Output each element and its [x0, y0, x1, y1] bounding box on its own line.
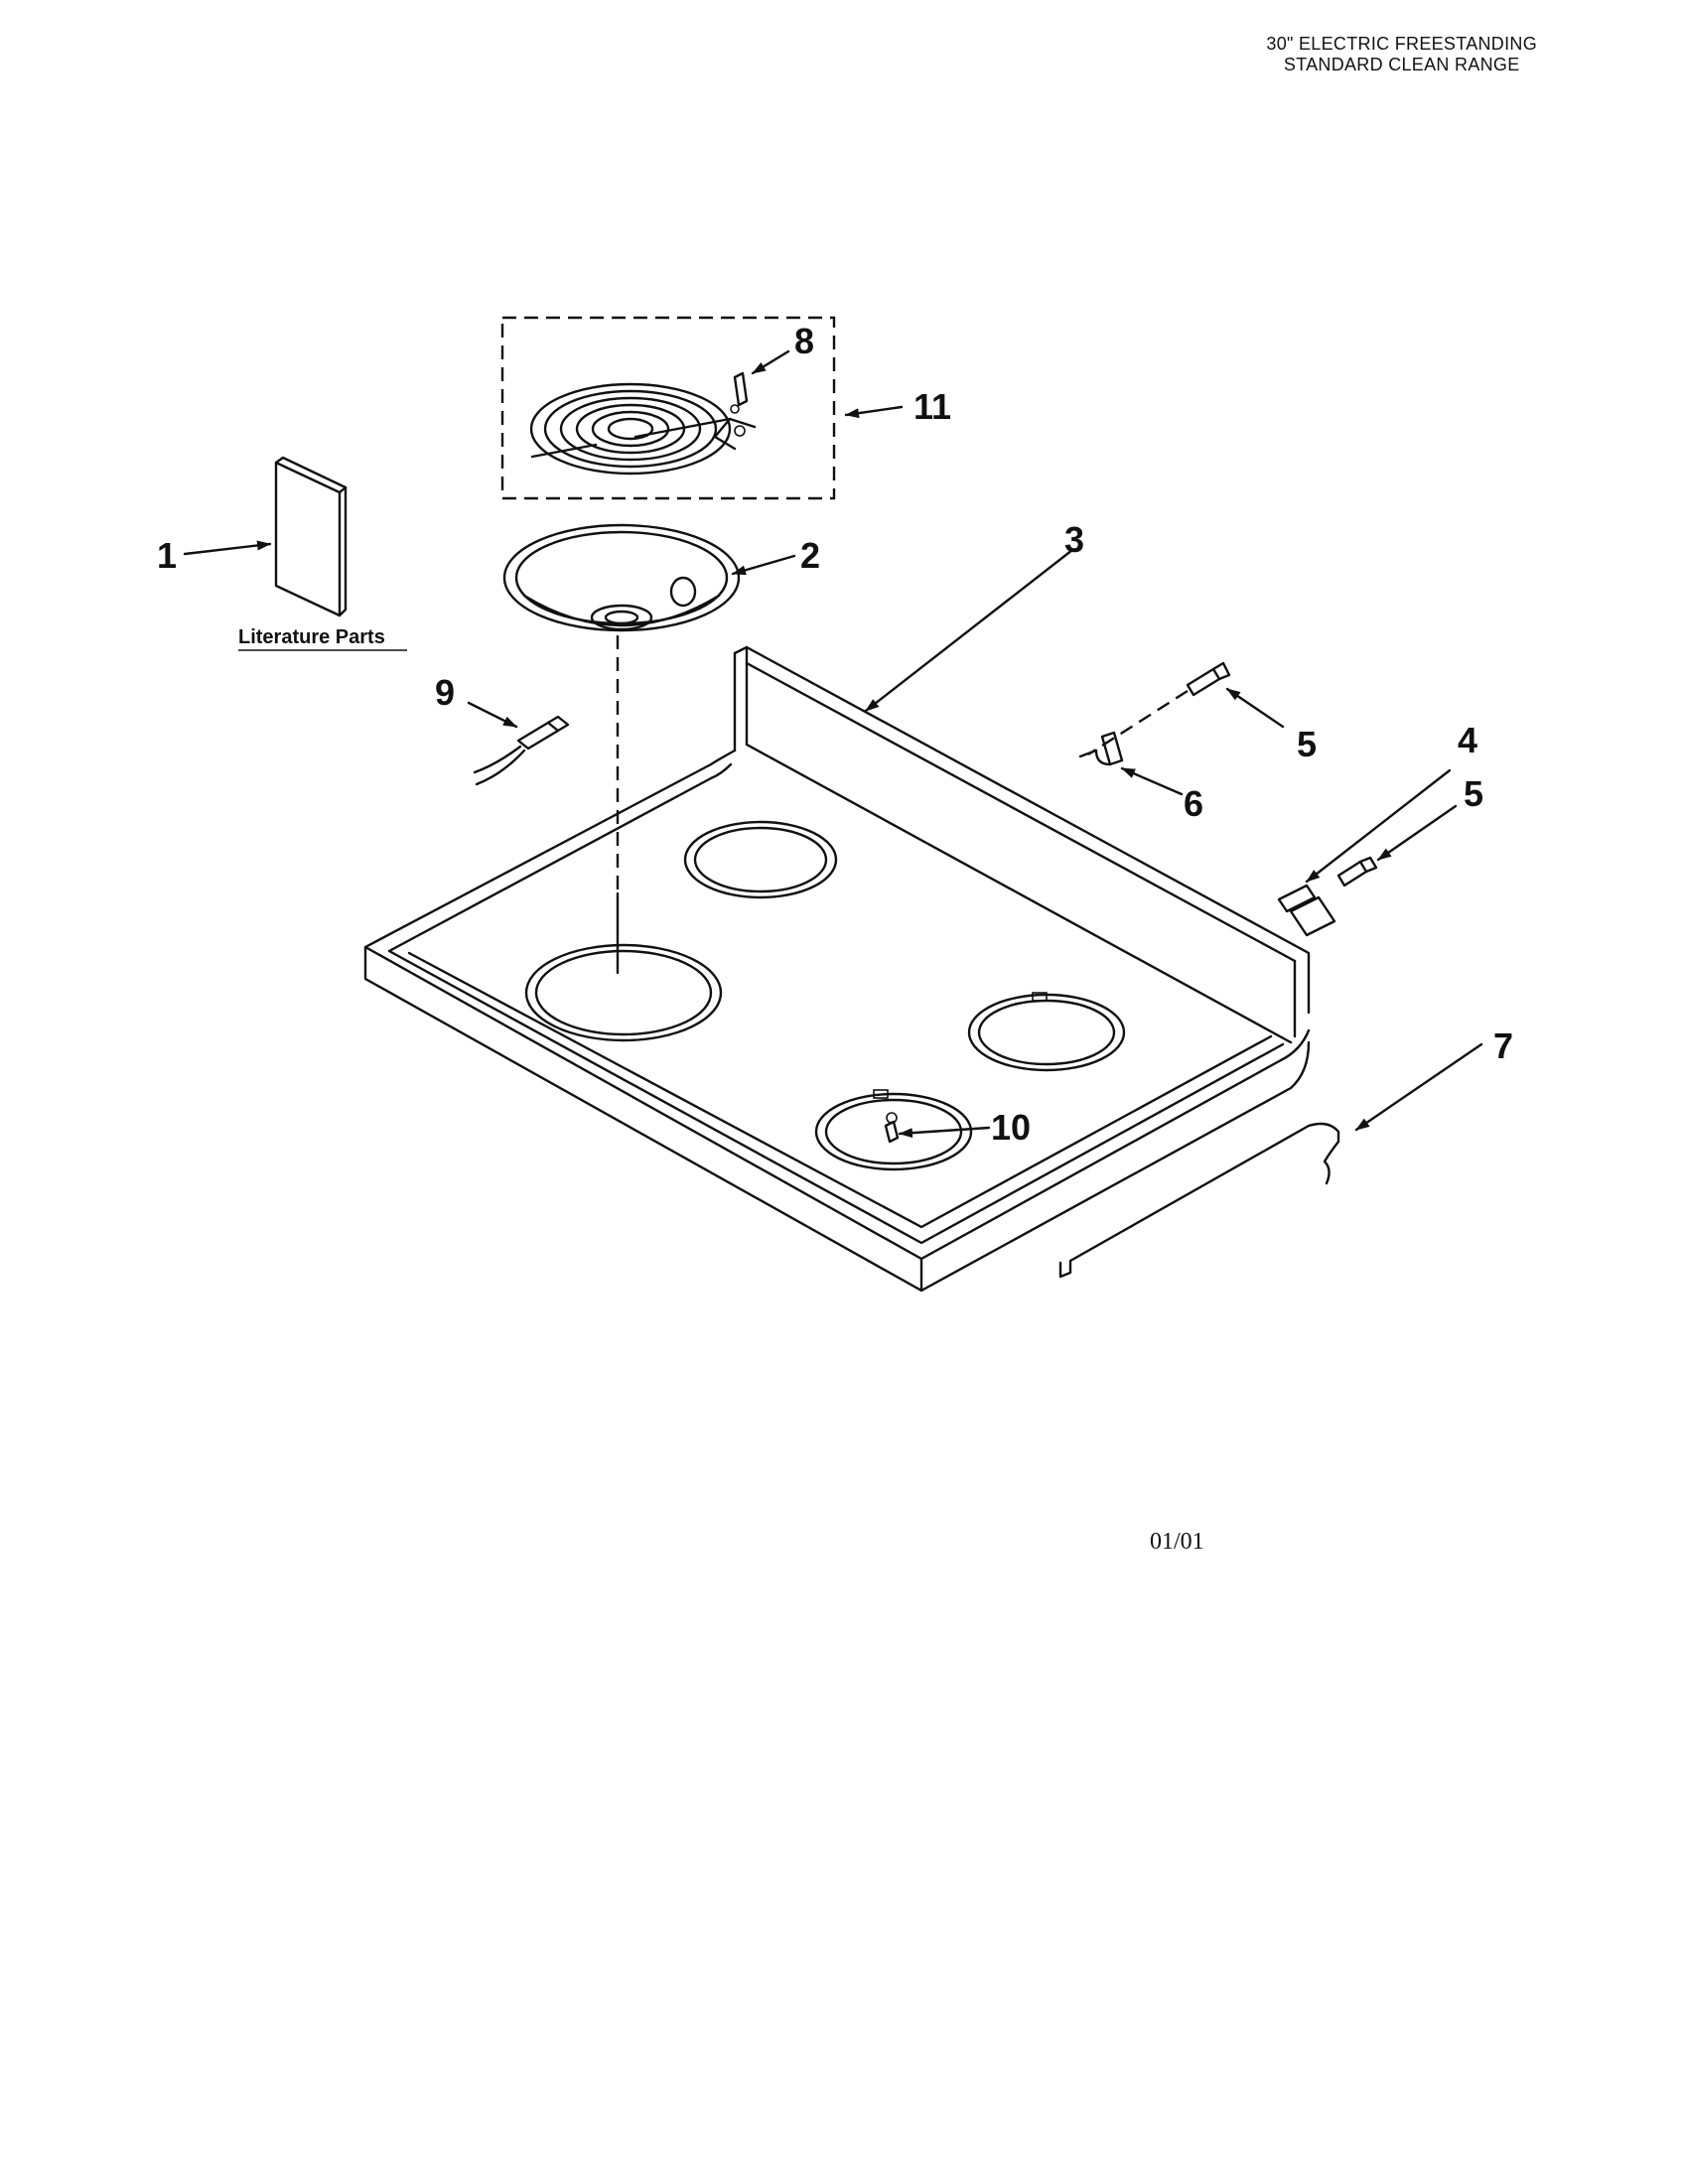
screw-5-upper: [1186, 661, 1231, 697]
element-assembly-box: [500, 316, 836, 500]
burner-opening-right-front: [814, 1089, 973, 1171]
burner-opening-left-rear: [683, 820, 838, 899]
leader-11: [844, 405, 904, 419]
leader-1: [183, 540, 272, 556]
callout-11: 11: [913, 386, 951, 427]
leader-6: [1120, 766, 1184, 796]
callout-5-upper: 5: [1297, 724, 1317, 764]
callout-5-lower: 5: [1464, 773, 1483, 814]
literature-parts-label: Literature Parts: [238, 626, 385, 648]
burner-opening-left-front: [524, 943, 723, 1042]
header-line-2: STANDARD CLEAN RANGE: [1283, 55, 1520, 74]
clip-6-stub: [1078, 749, 1098, 758]
callout-7: 7: [1493, 1025, 1513, 1066]
screw-5-lower: [1336, 856, 1378, 887]
leader-4: [1305, 768, 1452, 884]
clip-6: [1094, 731, 1124, 766]
drip-bowl: [502, 523, 741, 632]
callout-3: 3: [1064, 519, 1084, 560]
wire-connector: [473, 715, 570, 786]
leader-8: [751, 349, 790, 375]
screw-path-upper: [1087, 689, 1189, 756]
diagram-header: 30" ELECTRIC FREESTANDING STANDARD CLEAN…: [1266, 34, 1537, 75]
support-rod-7: [1058, 1122, 1340, 1279]
leader-3: [864, 548, 1074, 713]
callout-4: 4: [1458, 720, 1477, 760]
surface-element-coil: [529, 382, 757, 476]
element-terminal-clip: [730, 371, 749, 414]
cooktop: [363, 645, 1311, 1293]
leader-10: [898, 1126, 991, 1139]
callout-6: 6: [1184, 783, 1203, 824]
leader-9: [467, 701, 518, 729]
callout-9: 9: [435, 672, 455, 713]
page-code: 01/01: [1150, 1529, 1204, 1555]
burner-opening-right-rear: [967, 992, 1126, 1072]
leader-2: [731, 554, 796, 576]
leader-7: [1354, 1042, 1483, 1132]
callout-1: 1: [157, 535, 177, 576]
callout-10: 10: [991, 1107, 1031, 1148]
header-line-1: 30" ELECTRIC FREESTANDING: [1266, 34, 1537, 54]
leader-5-lower: [1376, 804, 1458, 862]
bracket-4: [1277, 884, 1336, 937]
literature-booklet: [274, 456, 348, 617]
leader-5-upper: [1225, 687, 1285, 729]
callout-2: 2: [800, 535, 820, 576]
callout-8: 8: [794, 321, 814, 361]
screw-10: [884, 1112, 900, 1144]
